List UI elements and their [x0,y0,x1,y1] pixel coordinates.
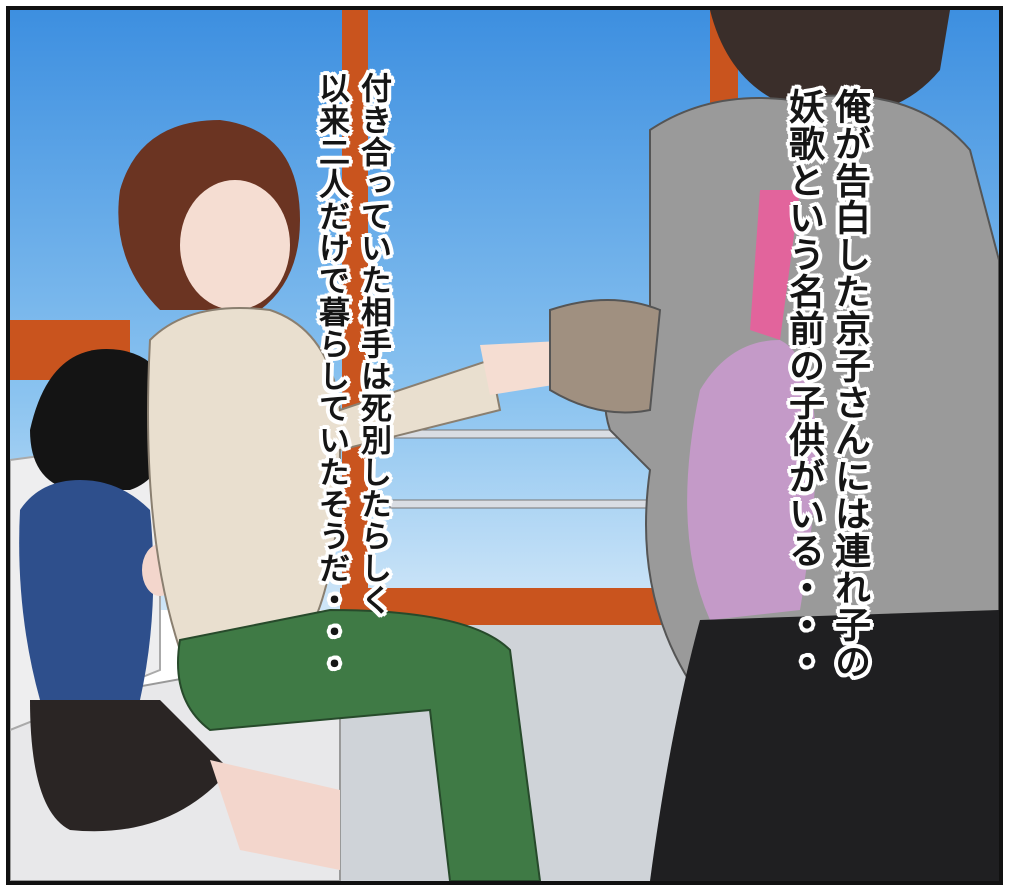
caption-left-line-1: 付き合っていた相手は死別したらしく [355,72,391,616]
caption-right-line-2: 妖歌という名前の子供がいる・・・ [783,88,824,680]
caption-right: 俺が告白した京子さんには連れ子の 妖歌という名前の子供がいる・・・ [780,88,872,868]
caption-right-line-1: 俺が告白した京子さんには連れ子の [829,88,870,680]
woman-figure [118,120,585,881]
window-frame-left [342,10,368,620]
train-interior-illustration [10,10,999,881]
manga-panel: 俺が告白した京子さんには連れ子の 妖歌という名前の子供がいる・・・ 付き合ってい… [6,6,1003,885]
caption-left-line-2: 以来二人だけで暮らしていたそうだ・・・ [313,72,349,680]
girl-figure [19,349,340,870]
caption-left: 付き合っていた相手は死別したらしく 以来二人だけで暮らしていたそうだ・・・ [310,72,394,832]
man-figure [549,10,999,881]
